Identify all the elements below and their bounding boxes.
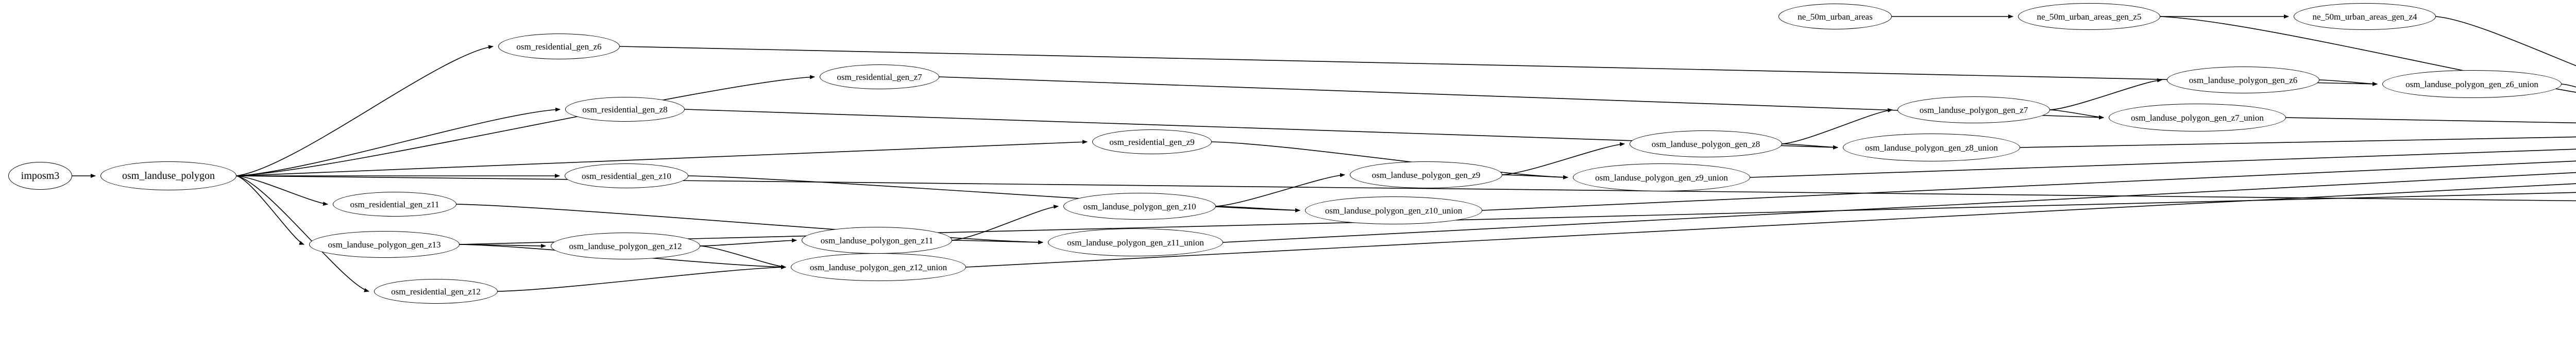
edge-osm_landuse_polygon_gen_z12-to-osm_landuse_polygon_gen_z12_union (700, 245, 786, 269)
node-label: osm_landuse_polygon_gen_z6_union (2405, 79, 2538, 89)
node-label: osm_landuse_polygon (122, 170, 215, 182)
node-osm_landuse_polygon_gen_z8_union[interactable]: osm_landuse_polygon_gen_z8_union (1843, 134, 2020, 161)
node-osm_residential_gen_z10[interactable]: osm_residential_gen_z10 (565, 163, 688, 188)
edge-osm_landuse_polygon_gen_z7-to-osm_landuse_polygon_gen_z6 (2049, 78, 2162, 110)
edge-osm_landuse_polygon_gen_z12_union-to-layer_landuse.z12 (965, 183, 2576, 268)
node-label: osm_landuse_polygon_gen_z8_union (1865, 142, 1998, 153)
node-label: osm_residential_gen_z8 (582, 104, 668, 114)
node-osm_landuse_polygon_gen_z11_union[interactable]: osm_landuse_polygon_gen_z11_union (1048, 228, 1223, 256)
node-label: osm_landuse_polygon_gen_z6 (2189, 75, 2298, 85)
node-osm_residential_gen_z11[interactable]: osm_residential_gen_z11 (333, 192, 456, 217)
node-imposm3[interactable]: imposm3 (8, 162, 72, 190)
node-label: osm_residential_gen_z9 (1109, 137, 1195, 147)
edge-osm_landuse_polygon_gen_z12-to-osm_landuse_polygon_gen_z11 (700, 238, 797, 246)
node-label: osm_landuse_polygon_gen_z12_union (809, 262, 947, 272)
node-osm_residential_gen_z9[interactable]: osm_residential_gen_z9 (1092, 129, 1212, 154)
edge-osm_landuse_polygon-to-osm_residential_gen_z11 (236, 175, 328, 206)
node-label: osm_landuse_polygon_gen_z8 (1651, 139, 1760, 149)
node-label: osm_landuse_polygon_gen_z9_union (1595, 172, 1728, 183)
edge-osm_landuse_polygon_gen_z11-to-osm_landuse_polygon_gen_z10 (952, 204, 1059, 241)
edge-osm_landuse_polygon_gen_z8_union-to-layer_landuse.z8 (2020, 136, 2576, 148)
node-osm_landuse_polygon_gen_z8[interactable]: osm_landuse_polygon_gen_z8 (1630, 130, 1782, 157)
node-label: imposm3 (21, 170, 60, 182)
edge-osm_landuse_polygon_gen_z7_union-to-layer_landuse.z7 (2285, 117, 2576, 124)
edge-osm_landuse_polygon_gen_z6-to-osm_landuse_polygon_gen_z6_union (2319, 79, 2378, 86)
edge-osm_landuse_polygon_gen_z13-to-layer_landuse.z13 (459, 192, 2576, 245)
edge-osm_landuse_polygon-to-osm_residential_gen_z8 (236, 107, 561, 176)
node-osm_landuse_polygon_gen_z6_union[interactable]: osm_landuse_polygon_gen_z6_union (2382, 70, 2562, 98)
edge-osm_residential_gen_z11-to-osm_landuse_polygon_gen_z11_union (456, 204, 1043, 244)
node-osm_landuse_polygon_gen_z10_union[interactable]: osm_landuse_polygon_gen_z10_union (1305, 196, 1482, 224)
node-osm_residential_gen_z7[interactable]: osm_residential_gen_z7 (820, 64, 939, 89)
node-osm_landuse_polygon_gen_z9[interactable]: osm_landuse_polygon_gen_z9 (1350, 161, 1502, 188)
node-osm_landuse_polygon_gen_z12[interactable]: osm_landuse_polygon_gen_z12 (551, 233, 700, 259)
node-label: ne_50m_urban_areas (1798, 11, 1873, 22)
node-ne_50m_urban_areas_gen_z5[interactable]: ne_50m_urban_areas_gen_z5 (2018, 3, 2160, 30)
node-osm_landuse_polygon_gen_z6[interactable]: osm_landuse_polygon_gen_z6 (2167, 67, 2319, 93)
node-osm_landuse_polygon_gen_z13[interactable]: osm_landuse_polygon_gen_z13 (309, 231, 460, 258)
edge-osm_landuse_polygon-to-osm_landuse_polygon_gen_z13 (236, 175, 304, 245)
edge-osm_landuse_polygon_gen_z7-to-osm_landuse_polygon_gen_z7_union (2049, 109, 2104, 120)
node-ne_50m_urban_areas_gen_z4[interactable]: ne_50m_urban_areas_gen_z4 (2294, 3, 2436, 30)
edge-osm_landuse_polygon_gen_z11-to-osm_landuse_polygon_gen_z11_union (952, 240, 1043, 244)
node-label: osm_landuse_polygon_gen_z10_union (1325, 205, 1463, 216)
node-osm_landuse_polygon[interactable]: osm_landuse_polygon (100, 161, 236, 190)
node-label: osm_landuse_polygon_gen_z11_union (1067, 237, 1204, 248)
edge-osm_landuse_polygon_gen_z6_union-to-layer_landuse.z6 (2561, 84, 2576, 88)
node-label: osm_residential_gen_z7 (837, 72, 922, 82)
edge-osm_landuse_polygon_gen_z10-to-osm_landuse_polygon_gen_z10_union (1215, 206, 1300, 212)
node-label: osm_landuse_polygon_gen_z13 (328, 239, 441, 250)
node-label: ne_50m_urban_areas_gen_z4 (2312, 11, 2417, 22)
edge-osm_landuse_polygon_gen_z9-to-osm_landuse_polygon_gen_z9_union (1502, 174, 1568, 179)
node-label: osm_landuse_polygon_gen_z10 (1083, 201, 1196, 211)
edge-osm_landuse_polygon-to-osm_residential_gen_z6 (236, 45, 494, 176)
node-osm_landuse_polygon_gen_z7_union[interactable]: osm_landuse_polygon_gen_z7_union (2109, 104, 2286, 131)
node-label: osm_residential_gen_z12 (391, 286, 481, 297)
node-label: osm_landuse_polygon_gen_z7_union (2131, 112, 2264, 123)
edge-osm_landuse_polygon_gen_z13-to-osm_landuse_polygon_gen_z12 (459, 243, 546, 248)
node-label: osm_residential_gen_z6 (516, 41, 602, 52)
node-label: osm_residential_gen_z10 (582, 171, 671, 181)
node-osm_landuse_polygon_gen_z7[interactable]: osm_landuse_polygon_gen_z7 (1897, 96, 2050, 123)
node-osm_landuse_polygon_gen_z11[interactable]: osm_landuse_polygon_gen_z11 (802, 227, 952, 254)
edge-osm_landuse_polygon_gen_z8-to-osm_landuse_polygon_gen_z8_union (1782, 143, 1838, 150)
node-label: osm_landuse_polygon_gen_z7 (1919, 105, 2028, 115)
node-osm_landuse_polygon_gen_z9_union[interactable]: osm_landuse_polygon_gen_z9_union (1573, 163, 1750, 191)
edge-osm_residential_gen_z12-to-osm_landuse_polygon_gen_z12_union (497, 265, 786, 292)
node-label: ne_50m_urban_areas_gen_z5 (2037, 11, 2142, 22)
edge-osm_landuse_polygon-to-osm_residential_gen_z7 (236, 75, 815, 176)
node-label: osm_landuse_polygon_gen_z12 (569, 241, 682, 251)
node-label: osm_landuse_polygon_gen_z9 (1371, 170, 1481, 180)
node-label: osm_landuse_polygon_gen_z11 (820, 235, 934, 245)
node-osm_residential_gen_z12[interactable]: osm_residential_gen_z12 (374, 279, 498, 304)
node-osm_landuse_polygon_gen_z12_union[interactable]: osm_landuse_polygon_gen_z12_union (791, 253, 966, 281)
node-label: osm_residential_gen_z11 (350, 199, 439, 209)
node-osm_residential_gen_z6[interactable]: osm_residential_gen_z6 (498, 34, 620, 59)
node-osm_landuse_polygon_gen_z10[interactable]: osm_landuse_polygon_gen_z10 (1063, 193, 1216, 220)
node-ne_50m_urban_areas[interactable]: ne_50m_urban_areas (1778, 4, 1892, 29)
node-osm_residential_gen_z8[interactable]: osm_residential_gen_z8 (565, 97, 685, 122)
